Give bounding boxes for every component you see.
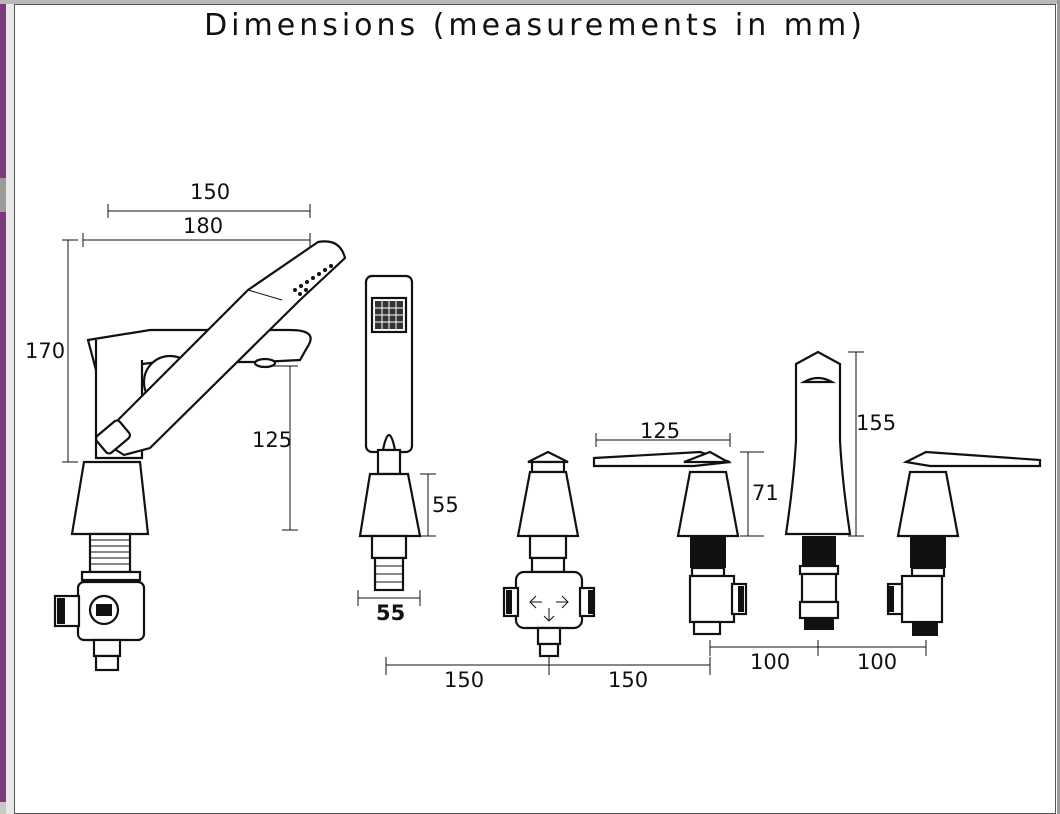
bath-spout bbox=[784, 350, 864, 630]
page-title: Dimensions (measurements in mm) bbox=[204, 8, 866, 43]
dim-label-170: 170 bbox=[25, 339, 65, 363]
dim-label-150-top: 150 bbox=[190, 180, 230, 204]
dim-label-55-height: 55 bbox=[432, 493, 459, 517]
bath-shower-mixer bbox=[53, 204, 347, 672]
dim-label-180: 180 bbox=[183, 214, 223, 238]
dim-label-100-b: 100 bbox=[857, 650, 897, 674]
dim-label-71: 71 bbox=[752, 481, 779, 505]
top-edge bbox=[0, 0, 1060, 4]
lever-valve-right bbox=[886, 450, 1042, 636]
shower-handset bbox=[357, 274, 436, 606]
dim-label-150-b: 150 bbox=[608, 668, 648, 692]
diverter-valve bbox=[502, 450, 596, 658]
dim-label-155: 155 bbox=[856, 411, 896, 435]
spacing-dimensions bbox=[385, 640, 927, 675]
dim-label-150-a: 150 bbox=[444, 668, 484, 692]
lever-valve-left bbox=[592, 433, 764, 636]
dim-label-100-a: 100 bbox=[750, 650, 790, 674]
dim-label-125-lever: 125 bbox=[640, 419, 680, 443]
left-edge-decoration bbox=[0, 0, 14, 814]
dim-label-125-outlet: 125 bbox=[252, 428, 292, 452]
dim-label-55-base: 55 bbox=[376, 601, 405, 625]
right-edge bbox=[1057, 0, 1060, 814]
